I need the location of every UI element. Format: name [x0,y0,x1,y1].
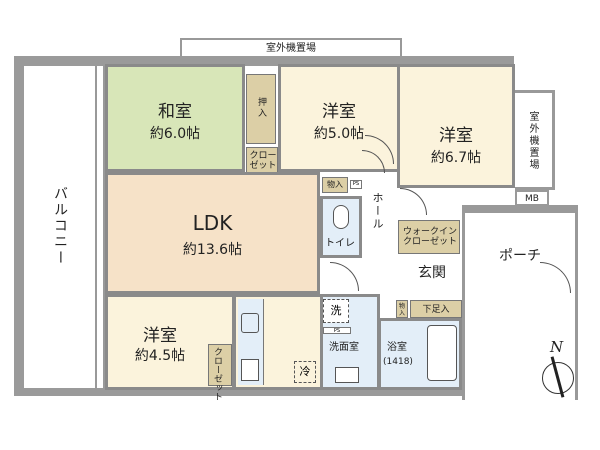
monoire-1-label: 物入 [327,180,343,189]
door-ldk[interactable] [330,262,359,291]
yoshitsu-5-name: 洋室 [322,102,356,122]
room-bath: 浴室 (1418) [378,318,462,390]
balcony-sash [95,66,105,390]
closet-1: クローゼット [246,147,278,173]
oshiire-label: 押入 [256,97,266,119]
washroom-label: 洗面室 [329,342,359,353]
washitsu-size: 約6.0帖 [149,126,201,142]
ps-1: PS [350,180,362,189]
compass-icon: N [540,338,576,398]
bathtub-icon [427,325,457,381]
bath-name: 浴室 [387,342,407,353]
yoshitsu-6-7-size: 約6.7帖 [430,150,482,166]
porch-label: ポーチ [499,248,541,264]
getabako: 下足入 [410,300,462,318]
washer-space: 洗 [323,299,349,323]
getabako-label: 下足入 [422,305,450,315]
closet-2-label: クローゼット [212,347,222,401]
room-washitsu: 和室 約6.0帖 [105,64,245,172]
room-yoshitsu-6-7: 洋室 約6.7帖 [397,64,515,188]
closet-1-label: クローゼット [249,151,277,171]
compass-n: N [550,338,564,356]
monoire-2-label: 物入 [398,303,405,317]
balcony-label: バルコニー [52,186,68,266]
compass-circle [542,362,574,394]
ldk-name: LDK [192,211,233,235]
oshiire: 押入 [246,74,276,144]
monoire-1: 物入 [322,177,348,193]
yoshitsu-5-size: 約5.0帖 [313,126,365,142]
yoshitsu-6-7-name: 洋室 [439,126,473,146]
toilet-label: トイレ [325,238,355,249]
stove-icon [241,359,259,381]
outdoor-unit-top-label: 室外機置場 [266,43,316,54]
yoshitsu-4-5-name: 洋室 [143,326,177,346]
fridge-space: 冷 [294,361,316,383]
outer-wall-left [14,56,24,396]
kitchen-counter [238,299,264,385]
hall-label: ホール [371,192,384,231]
entrance-label: 玄関 [418,265,446,281]
outer-wall-top [14,56,514,66]
ps-2: PS [323,327,351,334]
yoshitsu-4-5-size: 約4.5帖 [134,348,186,364]
room-ldk: LDK 約13.6帖 [105,172,320,294]
monoire-2: 物入 [396,300,408,318]
outdoor-unit-right-label: 室外機置場 [527,111,538,171]
mb-label: MB [525,194,539,204]
washitsu-name: 和室 [158,102,192,122]
room-washroom: 洗 PS 洗面室 [320,294,380,390]
mb: MB [515,190,549,206]
outdoor-unit-right: 室外機置場 [515,90,555,190]
basin-icon [335,367,359,383]
door-yoshitsu-6-7[interactable] [400,188,427,215]
balcony: バルコニー [24,66,95,388]
ldk-size: 約13.6帖 [182,242,243,258]
closet-2: クローゼット [208,344,232,401]
room-toilet: トイレ [320,196,362,258]
wic-label: ウォークインクローゼット [403,227,458,247]
toilet-bowl-icon [333,205,349,229]
walk-in-closet: ウォークインクローゼット [398,220,460,254]
outdoor-unit-top: 室外機置場 [180,38,402,58]
bath-size: (1418) [383,357,413,367]
outer-wall-bottom [14,388,464,396]
sink-icon [241,313,259,333]
kitchen: 冷 [233,294,323,390]
